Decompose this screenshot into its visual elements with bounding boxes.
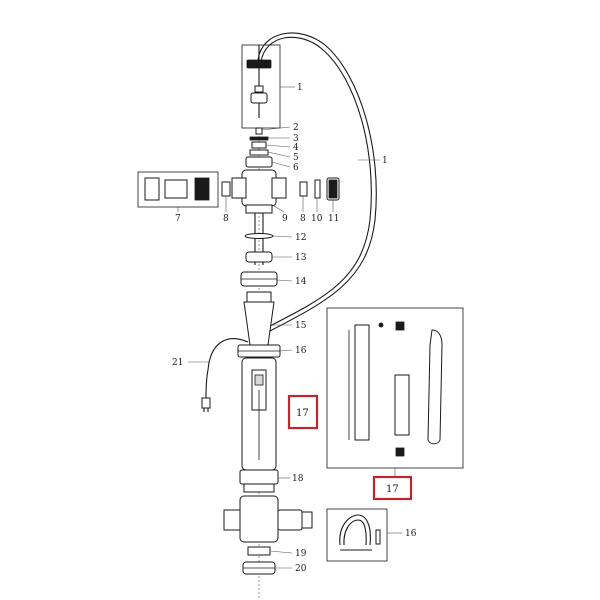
label-17-inset: 17 — [386, 484, 399, 495]
label-13: 13 — [295, 253, 307, 263]
label-2: 2 — [293, 123, 299, 133]
label-8-left: 8 — [223, 214, 229, 224]
label-8-right: 8 — [300, 214, 306, 224]
label-1-top: 1 — [297, 83, 303, 93]
label-10: 10 — [311, 214, 323, 224]
label-12: 12 — [295, 233, 306, 243]
highlight-box-17 — [287, 394, 319, 430]
label-20: 20 — [295, 564, 307, 574]
label-5: 5 — [293, 153, 299, 163]
label-16-main: 16 — [295, 346, 307, 356]
label-3: 3 — [293, 134, 299, 144]
label-7: 7 — [175, 214, 181, 224]
main-assembly — [221, 127, 340, 600]
inset-box-16 — [326, 508, 388, 562]
highlight-box-17-inset — [372, 475, 413, 501]
label-11: 11 — [328, 214, 339, 224]
label-4: 4 — [293, 143, 299, 153]
label-9: 9 — [282, 214, 288, 224]
power-cord — [201, 338, 249, 412]
label-21: 21 — [172, 358, 183, 368]
label-16-inset: 16 — [405, 529, 417, 539]
hose — [257, 32, 377, 333]
label-18: 18 — [292, 474, 304, 484]
part-labels: 1 1 2 3 4 5 6 7 8 9 8 10 11 12 13 14 15 … — [172, 83, 417, 574]
leader-lines — [177, 86, 402, 569]
label-19: 19 — [295, 549, 307, 559]
label-1-right: 1 — [382, 156, 388, 166]
label-17-main: 17 — [296, 408, 309, 419]
label-14: 14 — [295, 277, 307, 287]
inset-box-top — [241, 44, 281, 129]
label-15: 15 — [295, 321, 307, 331]
inset-box-left — [137, 171, 219, 208]
label-6: 6 — [293, 163, 299, 173]
inset-box-17 — [326, 307, 464, 469]
